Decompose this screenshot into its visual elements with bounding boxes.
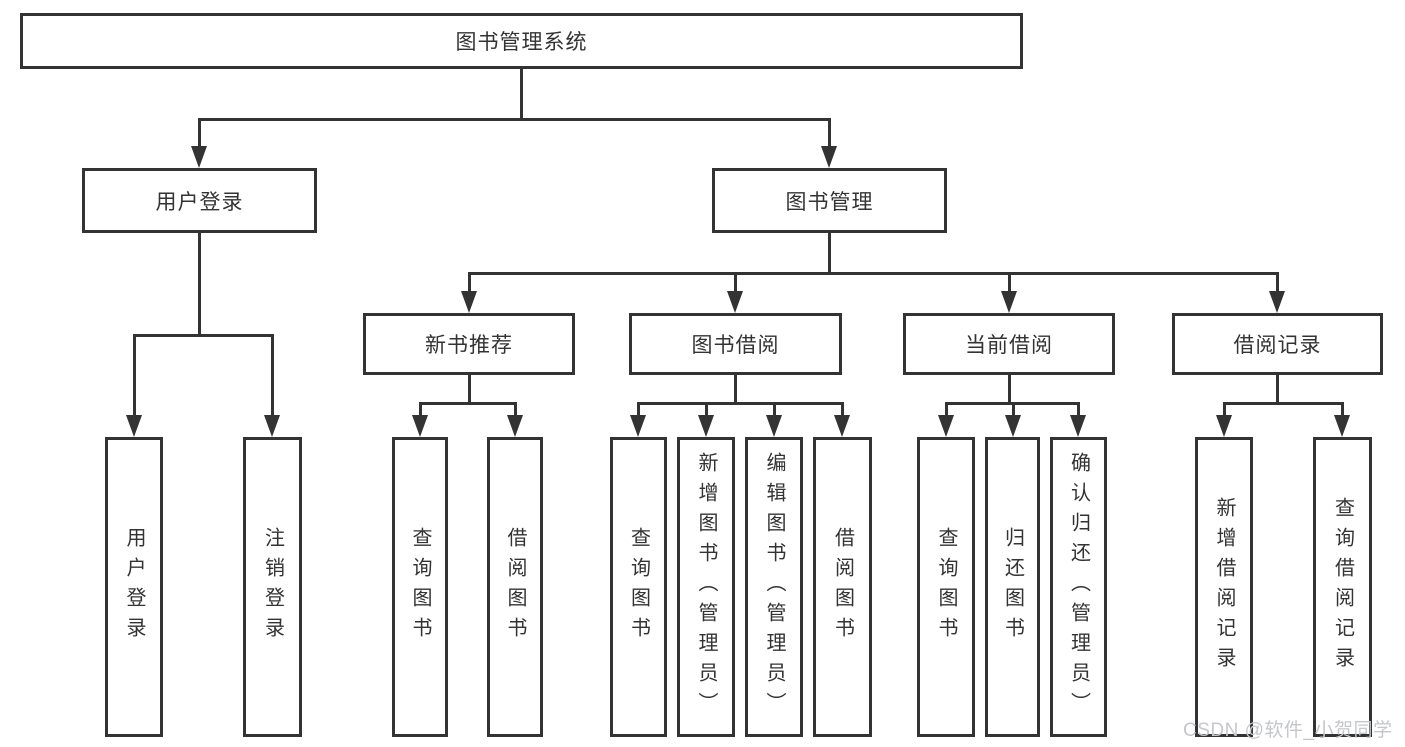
connector-line-v: [704, 403, 708, 419]
connector-line-v: [772, 403, 776, 419]
connector-line-v: [1011, 403, 1015, 419]
arrowhead-down: [1001, 291, 1017, 313]
arrowhead-down: [821, 146, 837, 168]
connector-line-h: [467, 271, 1279, 275]
connector-line-v: [1340, 403, 1344, 419]
arrowhead-down: [1070, 415, 1086, 437]
arrowhead-down: [461, 291, 477, 313]
arrowhead-down: [698, 415, 714, 437]
leaf-borrow-books-borrowing: 借阅图书: [813, 437, 872, 737]
leaf-query-borrow-record: 查询借阅记录: [1313, 437, 1372, 737]
leaf-query-books-recommend: 查询图书: [392, 437, 448, 737]
node-borrowing-records: 借阅记录: [1172, 313, 1383, 375]
arrowhead-down: [834, 415, 850, 437]
connector-line-v: [197, 233, 201, 337]
connector-line-v: [944, 403, 948, 419]
arrowhead-down: [1216, 415, 1232, 437]
connector-line-h: [197, 117, 831, 121]
connector-line-v: [733, 375, 737, 405]
node-book-borrowing: 图书借阅: [629, 313, 842, 375]
connector-line-v: [1076, 403, 1080, 419]
node-book-management: 图书管理: [712, 168, 947, 233]
arrowhead-down: [264, 415, 280, 437]
connector-line-v: [520, 69, 523, 120]
leaf-confirm-return-admin: 确认归还（管理员）: [1050, 437, 1107, 737]
connector-line-v: [197, 119, 201, 149]
arrowhead-down: [630, 415, 646, 437]
arrowhead-down: [1269, 291, 1285, 313]
connector-line-v: [1275, 273, 1279, 295]
leaf-add-borrow-record: 新增借阅记录: [1195, 437, 1253, 737]
arrowhead-down: [1005, 415, 1021, 437]
leaf-borrow-books-recommend: 借阅图书: [487, 437, 543, 737]
arrowhead-down: [1334, 415, 1350, 437]
node-library-management-system: 图书管理系统: [20, 13, 1023, 69]
connector-line-h: [636, 401, 844, 405]
arrowhead-down: [766, 415, 782, 437]
connector-line-v: [270, 335, 274, 417]
arrowhead-down: [727, 291, 743, 313]
leaf-add-books-admin: 新增图书（管理员）: [677, 437, 735, 737]
connector-line-v: [733, 273, 737, 295]
connector-line-v: [513, 403, 517, 419]
arrowhead-down: [507, 415, 523, 437]
connector-line-v: [636, 403, 640, 419]
node-current-borrowing: 当前借阅: [903, 313, 1115, 375]
leaf-query-books-current: 查询图书: [917, 437, 975, 737]
connector-line-v: [467, 375, 471, 405]
connector-line-h: [418, 401, 517, 405]
arrowhead-down: [126, 415, 142, 437]
leaf-edit-books-admin: 编辑图书（管理员）: [745, 437, 803, 737]
connector-line-h: [1222, 401, 1344, 405]
connector-line-v: [467, 273, 471, 295]
connector-line-v: [827, 119, 831, 149]
leaf-logout-login: 注销登录: [243, 437, 302, 737]
connector-line-h: [132, 333, 274, 337]
arrowhead-down: [938, 415, 954, 437]
leaf-query-books-borrowing: 查询图书: [610, 437, 667, 737]
connector-line-v: [132, 335, 136, 417]
leaf-user-login: 用户登录: [105, 437, 163, 737]
connector-line-v: [1007, 273, 1011, 295]
connector-line-v: [1275, 375, 1279, 405]
connector-line-v: [827, 233, 831, 275]
leaf-return-books: 归还图书: [985, 437, 1040, 737]
connector-line-v: [418, 403, 422, 419]
arrowhead-down: [191, 146, 207, 168]
connector-line-v: [1007, 375, 1011, 405]
node-user-login: 用户登录: [82, 168, 317, 233]
connector-line-v: [840, 403, 844, 419]
arrowhead-down: [412, 415, 428, 437]
connector-line-v: [1222, 403, 1226, 419]
csdn-watermark: CSDN @软件_小贺同学: [1183, 720, 1393, 741]
node-new-book-recommendation: 新书推荐: [363, 313, 575, 375]
